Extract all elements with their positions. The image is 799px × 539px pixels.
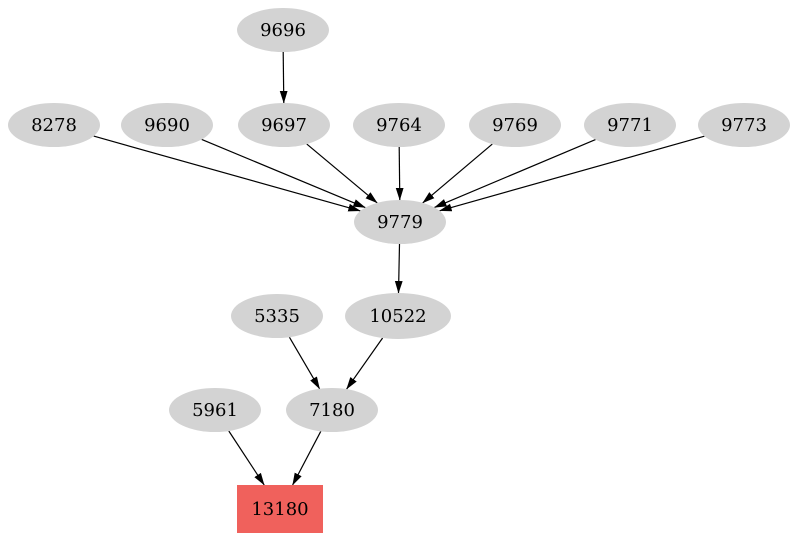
node-shape-ellipse (238, 103, 330, 147)
edge-9769-9779 (422, 143, 493, 204)
graph-node-7180: 7180 (286, 388, 378, 432)
node-shape-ellipse (286, 388, 378, 432)
edge-9696-9697 (279, 51, 288, 104)
graph-node-9696: 9696 (237, 8, 329, 52)
graph-node-9779: 9779 (354, 200, 446, 244)
node-shape-ellipse (8, 103, 100, 147)
node-label: 10522 (369, 306, 426, 327)
graph-node-9769: 9769 (469, 103, 561, 147)
node-label: 9697 (261, 115, 307, 136)
graph-node-13180: 13180 (237, 485, 323, 533)
node-shape-ellipse (169, 388, 261, 432)
node-shape-ellipse (469, 103, 561, 147)
node-label: 8278 (31, 115, 77, 136)
graph-node-9690: 9690 (121, 103, 213, 147)
edge-8278-9779 (93, 135, 361, 212)
edge-5335-7180 (288, 336, 321, 390)
edge-9697-9779 (306, 143, 378, 204)
node-label: 9764 (376, 115, 422, 136)
node-shape-ellipse (698, 103, 790, 147)
node-label: 5961 (192, 400, 238, 421)
node-label: 9769 (492, 115, 538, 136)
node-label: 9696 (260, 20, 306, 41)
edges-layer (93, 51, 705, 486)
graph-node-9773: 9773 (698, 103, 790, 147)
edge-9773-9779 (439, 135, 705, 212)
graph-node-5335: 5335 (231, 294, 323, 338)
node-label: 9771 (607, 115, 653, 136)
node-shape-ellipse (237, 8, 329, 52)
node-label: 13180 (251, 499, 308, 520)
edge-9690-9779 (201, 138, 366, 209)
node-shape-ellipse (231, 294, 323, 338)
node-shape-ellipse (353, 103, 445, 147)
node-label: 9690 (144, 115, 190, 136)
node-label: 7180 (309, 400, 355, 421)
graph-node-8278: 8278 (8, 103, 100, 147)
edge-10522-7180 (346, 337, 384, 390)
graph-node-10522: 10522 (345, 293, 451, 339)
edge-7180-13180 (292, 431, 322, 486)
graph-node-9764: 9764 (353, 103, 445, 147)
edge-9771-9779 (434, 139, 596, 208)
graph-node-9771: 9771 (584, 103, 676, 147)
node-label: 9779 (377, 212, 423, 233)
graph-node-9697: 9697 (238, 103, 330, 147)
node-label: 5335 (254, 306, 300, 327)
node-shape-ellipse (354, 200, 446, 244)
edge-5961-13180 (228, 430, 265, 486)
nodes-layer: 9696 8278 9690 9697 9764 9769 9771 9773 9779 5335… (8, 8, 790, 533)
graph-node-5961: 5961 (169, 388, 261, 432)
node-shape-box (237, 485, 323, 533)
edge-9764-9779 (395, 146, 404, 201)
node-shape-ellipse (121, 103, 213, 147)
node-shape-ellipse (345, 293, 451, 339)
node-shape-ellipse (584, 103, 676, 147)
edge-9779-10522 (394, 243, 403, 294)
node-label: 9773 (721, 115, 767, 136)
